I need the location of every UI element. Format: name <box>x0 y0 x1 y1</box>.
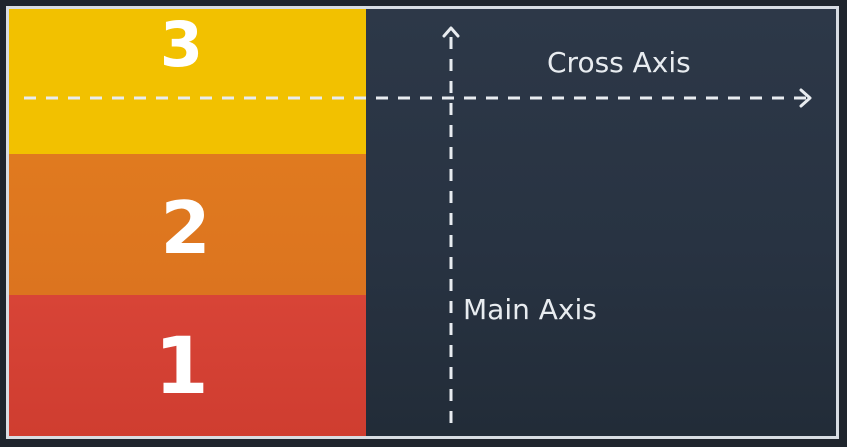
box-2-number: 2 <box>160 186 211 270</box>
cross-axis-label: Cross Axis <box>547 46 691 79</box>
stacked-boxes: 3 2 1 <box>9 9 366 436</box>
box-1-number: 1 <box>154 322 209 412</box>
main-axis-label: Main Axis <box>463 293 597 326</box>
diagram-frame: 3 2 1 Cross Axis Main Axis <box>6 6 839 439</box>
cross-axis-arrowhead <box>799 88 812 108</box>
box-3-number: 3 <box>159 8 204 81</box>
box-2: 2 <box>9 154 366 295</box>
main-axis-arrowhead <box>442 26 460 38</box>
box-3: 3 <box>9 9 366 154</box>
axes-overlay <box>24 26 812 423</box>
box-1: 1 <box>9 295 366 436</box>
